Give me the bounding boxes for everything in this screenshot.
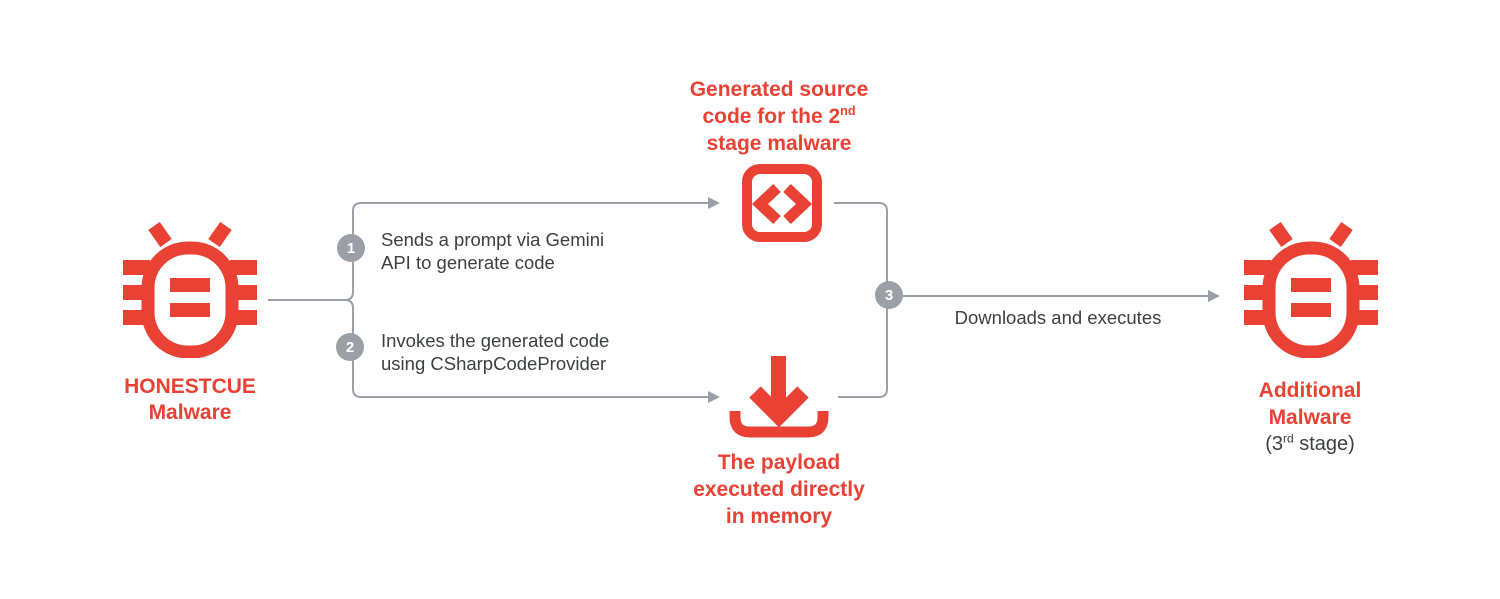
payload-label-line1: The payload <box>717 451 841 474</box>
step-2-badge: 2 <box>336 333 364 361</box>
step-1-text: Sends a prompt via Gemini API to generat… <box>381 228 604 274</box>
step-3-text: Downloads and executes <box>954 307 1162 328</box>
additional-malware-label: Additional Malware (3rd stage) <box>1210 377 1410 458</box>
step-1-number: 1 <box>346 239 356 257</box>
superscript-rd: rd <box>1282 431 1294 446</box>
step-1-text-line1: Sends a prompt via Gemini <box>381 229 605 250</box>
superscript-nd: nd <box>840 104 856 118</box>
generated-code-title-line3: stage malware <box>706 132 852 155</box>
step-3-number: 3 <box>884 286 894 304</box>
arrowhead-step1 <box>708 197 720 209</box>
code-icon <box>742 164 822 242</box>
generated-code-title: Generated source code for the 2nd stage … <box>654 76 904 157</box>
step-3-badge: 3 <box>875 281 903 309</box>
bug-icon <box>1244 221 1378 359</box>
additional-malware-stage-note: (3rd stage) <box>1265 431 1355 455</box>
honestcue-label-line2: Malware <box>148 401 232 424</box>
arrowhead-step2 <box>708 391 720 403</box>
honestcue-label-line1: HONESTCUE <box>124 375 256 398</box>
step-2-text-line2: using CSharpCodeProvider <box>381 353 607 374</box>
additional-malware-label-line1: Additional <box>1258 379 1362 402</box>
payload-label-line3: in memory <box>725 505 833 528</box>
honestcue-malware-node <box>123 221 257 359</box>
additional-malware-node <box>1244 221 1378 359</box>
generated-code-node <box>742 164 822 242</box>
arrowhead-step3 <box>1208 290 1220 302</box>
step-2-text: Invokes the generated code using CSharpC… <box>381 329 609 375</box>
step-2-number: 2 <box>345 338 355 356</box>
payload-node <box>728 354 830 440</box>
additional-malware-label-line2: Malware <box>1268 406 1352 429</box>
download-icon <box>729 356 829 438</box>
step-1-text-line2: API to generate code <box>381 252 555 273</box>
generated-code-title-line2: code for the 2nd <box>702 104 856 128</box>
payload-label-line2: executed directly <box>693 478 865 501</box>
generated-code-title-line1: Generated source <box>689 78 869 101</box>
step-1-badge: 1 <box>337 234 365 262</box>
honestcue-malware-label: HONESTCUE Malware <box>90 374 290 426</box>
bug-icon <box>123 221 257 359</box>
step-2-text-line1: Invokes the generated code <box>381 330 610 351</box>
payload-label: The payload executed directly in memory <box>654 449 904 530</box>
